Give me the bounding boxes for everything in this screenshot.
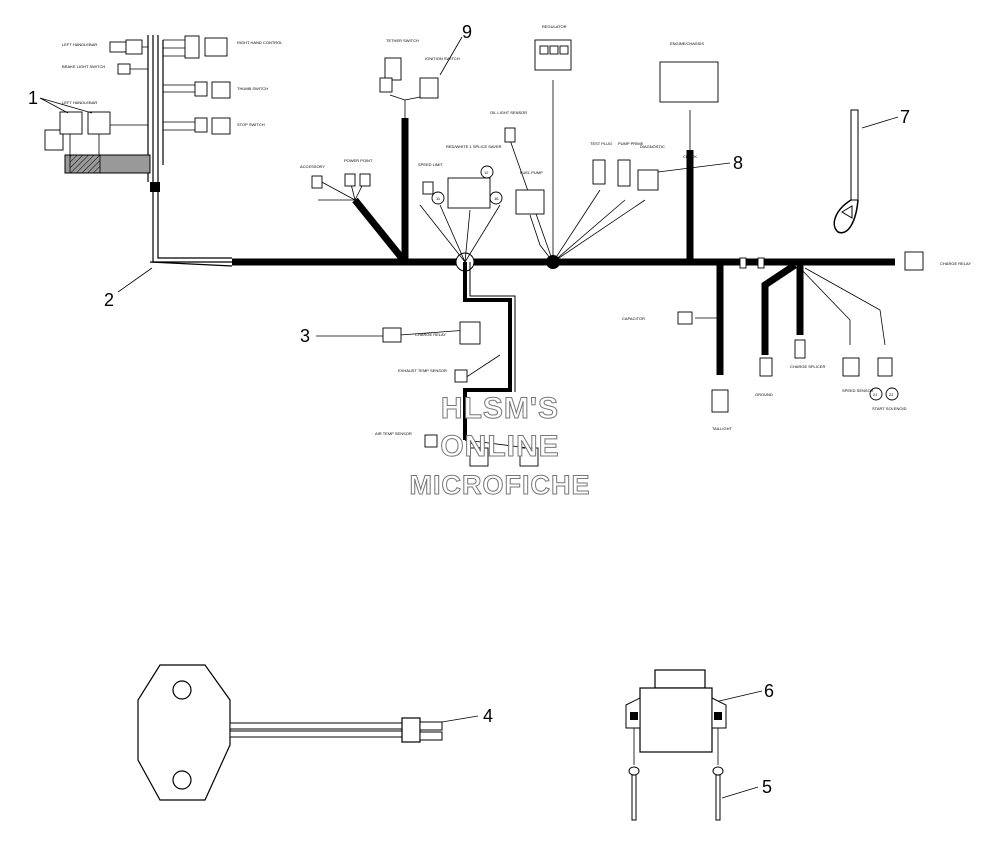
label-test-plug: TEST PLUG (590, 141, 612, 146)
label-exhaust-temp-sensor: EXHAUST TEMP SENSOR (398, 368, 447, 373)
watermark-line-3: MICROFICHE (410, 470, 591, 500)
label-n16: 16 (494, 196, 499, 201)
label-start-solenoid: START SOLENOID (872, 406, 907, 411)
right-side-connectors: RIGHT HAND CONTROL THUMB SWITCH STOP SWI… (163, 35, 283, 135)
screws-part-5 (628, 728, 724, 821)
module-part-4 (137, 664, 443, 801)
label-regulator: REGULATOR (542, 24, 567, 29)
label-speed-limit: SPEED LIMIT (418, 162, 443, 167)
relay-part-6 (625, 669, 727, 753)
top-branches: ACCESSORY POWER POINT TETHER SWITCH IGNI… (300, 24, 719, 265)
label-right-hand-control: RIGHT HAND CONTROL (237, 40, 283, 45)
label-n22: 22 (889, 392, 894, 397)
label-thumb-switch: THUMB SWITCH (237, 86, 268, 91)
label-left-handlebar-2: LEFT HANDLEBAR (62, 100, 97, 105)
cable-tie-part (833, 109, 859, 234)
label-tether-switch: TETHER SWITCH (386, 38, 419, 43)
watermark-line-2: ONLINE (440, 430, 559, 463)
label-charge-relay-left: CHARGE RELAY (415, 332, 446, 337)
label-n11: 11 (436, 196, 441, 201)
callout-2: 2 (104, 290, 114, 310)
label-left-handlebar: LEFT HANDLEBAR (62, 42, 97, 47)
callout-4: 4 (483, 706, 493, 726)
callout-7: 7 (900, 107, 910, 127)
label-speed-sensor: SPEED SENSOR (842, 388, 874, 393)
label-engine-chassis: ENGINE/CHASSIS (670, 41, 704, 46)
callout-5: 5 (762, 777, 772, 797)
label-ground: GROUND (755, 392, 773, 397)
label-stop-switch: STOP SWITCH (237, 122, 265, 127)
callout-8: 8 (733, 153, 743, 173)
label-air-temp-sensor: AIR TEMP SENSOR (375, 431, 412, 436)
label-n12: 12 (484, 170, 489, 175)
label-n21: 21 (873, 392, 878, 397)
lower-branch: CHARGE RELAY EXHAUST TEMP SENSOR AIR TEM… (375, 262, 539, 467)
label-ignition-switch: IGNITION SWITCH (425, 56, 460, 61)
left-handlebar-group: LEFT HANDLEBAR LEFT HANDLEBAR BRAKE LIGH… (44, 35, 283, 174)
label-accessory: ACCESSORY (300, 164, 325, 169)
label-oil-light-sensor: OIL LIGHT SENSOR (490, 110, 527, 115)
label-splice-saver: RED/WHITE 1 SPLICE SAVER (446, 144, 502, 149)
label-diagnostic: DIAGNOSTIC (640, 144, 665, 149)
label-power-point: POWER POINT (344, 158, 373, 163)
callout-3: 3 (300, 326, 310, 346)
main-harness (147, 35, 895, 272)
label-check: CHECK (683, 154, 697, 159)
label-fuel-pump-prime: PUMP PRIME (618, 141, 644, 146)
label-fuel-pump: FUEL PUMP (520, 170, 543, 175)
watermark: HLSM'S ONLINE MICROFICHE (409, 392, 591, 501)
label-brake-light-switch: BRAKE LIGHT SWITCH (62, 64, 105, 69)
callout-9: 9 (462, 22, 472, 42)
callout-6: 6 (764, 681, 774, 701)
label-charge-relay-right: CHARGE RELAY (940, 261, 971, 266)
label-taillight: TAILLIGHT (712, 426, 732, 431)
label-capacitor: CAPACITOR (622, 316, 645, 321)
callout-1: 1 (28, 88, 38, 108)
right-branches: CHARGE RELAY CAPACITOR TAILLIGHT GROUND … (622, 251, 971, 431)
watermark-line-1: HLSM'S (441, 392, 559, 425)
label-charge-splicer: CHARGE SPLICER (790, 364, 825, 369)
